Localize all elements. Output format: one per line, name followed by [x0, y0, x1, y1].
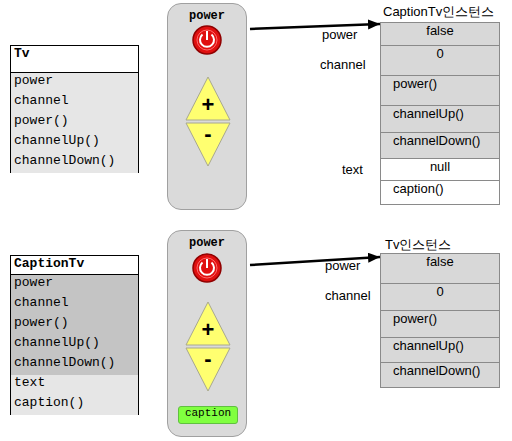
triangle-outline [186, 348, 230, 391]
class-name: CaptionTv [11, 256, 138, 275]
class-member: channelUp() [11, 133, 138, 153]
field-name: channel [325, 288, 371, 303]
field-cell: null [380, 158, 500, 181]
channel-down-button: - [185, 347, 231, 392]
channel-up-button: + [185, 76, 231, 121]
button-sign: - [185, 122, 231, 146]
remote-label: power [168, 236, 246, 250]
class-member: channelDown() [11, 153, 138, 173]
triangle-outline [186, 123, 230, 166]
class-member: power() [11, 315, 138, 335]
triangle-outline [186, 77, 230, 120]
class-member: channelDown() [11, 355, 138, 375]
field-name: channel [320, 57, 366, 72]
class-box: CaptionTvpowerchannelpower()channelUp()c… [10, 255, 139, 415]
cell-value: channelUp() [381, 106, 499, 121]
field-name: power [325, 258, 360, 273]
instance-box: Tv인스턴스false0power()channelUp()channelDow… [380, 253, 500, 388]
button-sign: + [185, 318, 231, 342]
class-name: Tv [11, 46, 138, 73]
power-button [193, 254, 221, 282]
cell-value: power() [381, 311, 499, 326]
button-label: caption [179, 407, 237, 419]
channel-down-button: - [185, 122, 231, 167]
cell-value: channelDown() [381, 133, 499, 148]
remote-control: power + - [167, 3, 247, 210]
class-member: channel [11, 295, 138, 315]
method-cell: power() [380, 75, 500, 106]
class-member: channelUp() [11, 335, 138, 355]
cell-value: channelUp() [381, 338, 499, 353]
method-cell: channelUp() [380, 105, 500, 133]
field-cell: false [380, 22, 500, 46]
method-cell: channelDown() [380, 132, 500, 159]
class-member: caption() [11, 395, 138, 415]
class-member: channel [11, 93, 138, 113]
instance-box: CaptionTv인스턴스false0power()channelUp()cha… [380, 22, 500, 205]
method-cell: power() [380, 310, 500, 338]
cell-value: 0 [381, 284, 499, 299]
field-cell: 0 [380, 45, 500, 76]
triangle-outline [186, 302, 230, 345]
method-cell: channelDown() [380, 362, 500, 388]
method-cell: caption() [380, 180, 500, 205]
class-member: text [11, 375, 138, 395]
button-sign: + [185, 93, 231, 117]
cell-value: caption() [381, 181, 499, 196]
field-name: text [342, 162, 363, 177]
field-name: power [322, 27, 357, 42]
cell-value: 0 [381, 46, 499, 61]
field-cell: false [380, 253, 500, 284]
cell-value: power() [381, 76, 499, 91]
class-member: power [11, 275, 138, 295]
instance-heading: CaptionTv인스턴스 [383, 3, 494, 21]
cell-value: null [381, 159, 499, 174]
class-box: Tvpowerchannelpower()channelUp()channelD… [10, 45, 139, 173]
field-cell: 0 [380, 283, 500, 311]
remote-control: power + - caption [167, 230, 247, 437]
channel-up-button: + [185, 301, 231, 346]
connector-arrow [250, 257, 380, 265]
button-sign: - [185, 347, 231, 371]
caption-button: caption [178, 406, 238, 424]
class-member: power [11, 73, 138, 93]
power-button [193, 26, 221, 54]
remote-label: power [168, 9, 246, 23]
method-cell: channelUp() [380, 337, 500, 363]
cell-value: false [381, 254, 499, 269]
cell-value: channelDown() [381, 363, 499, 378]
connector-arrow [250, 24, 380, 29]
instance-heading: Tv인스턴스 [385, 236, 451, 254]
cell-value: false [381, 23, 499, 38]
class-member: power() [11, 113, 138, 133]
